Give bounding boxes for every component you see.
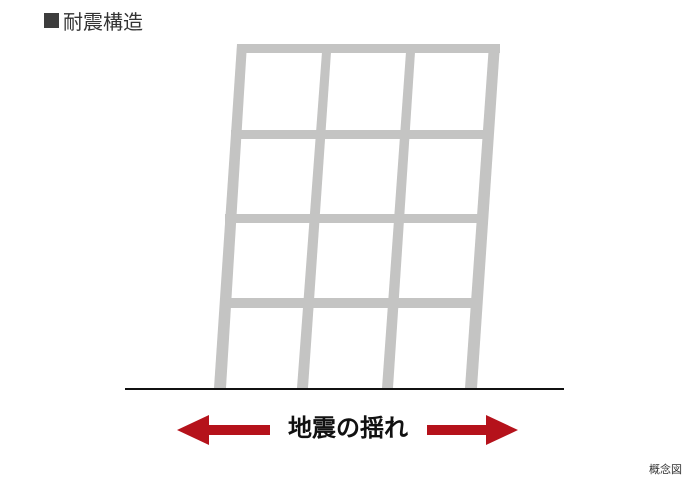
- page-title: 耐震構造: [44, 6, 143, 34]
- arrow-right-icon: [427, 415, 518, 445]
- concept-diagram-note: 概念図: [649, 463, 682, 476]
- square-bullet-icon: [44, 12, 59, 28]
- floor-beam-1: [220, 298, 481, 308]
- roof-beam: [237, 44, 500, 53]
- page-title-text: 耐震構造: [63, 9, 143, 34]
- floor-beam-3: [231, 130, 492, 139]
- floor-beam-2: [225, 214, 486, 223]
- building-frame: [214, 44, 500, 388]
- arrow-left-icon: [177, 415, 270, 445]
- earthquake-shaking-label: 地震の揺れ: [288, 414, 408, 442]
